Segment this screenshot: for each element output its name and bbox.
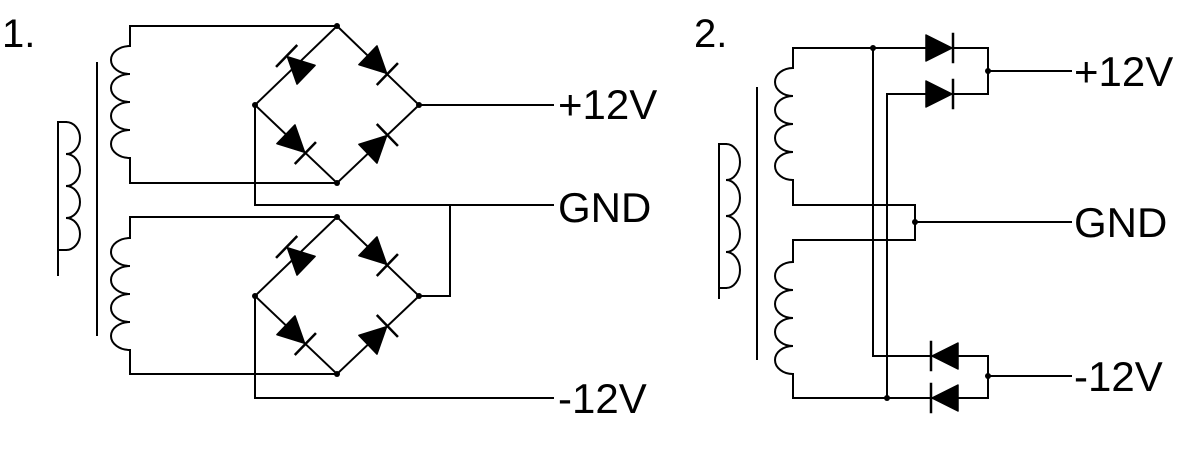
circuit-1-primary-winding — [57, 121, 81, 276]
circuit-2-secondary-winding-lower — [774, 239, 936, 399]
diode-icon — [929, 340, 960, 372]
circuit-1-secondary-winding-upper — [110, 25, 338, 184]
circuit-2-negative-diodes — [929, 340, 1072, 414]
circuit-1-negative-label: -12V — [558, 375, 647, 422]
circuit-1-bridge-upper — [252, 23, 554, 186]
circuit-1: 1. — [2, 12, 657, 422]
circuit-1-gnd-wiring — [254, 104, 554, 297]
circuit-2: 2. — [694, 12, 1173, 414]
diode-icon — [929, 382, 960, 414]
circuit-2-gnd-label: GND — [1074, 199, 1167, 246]
diode-icon — [924, 32, 955, 64]
circuit-1-positive-label: +12V — [558, 81, 657, 128]
circuit-2-positive-diodes — [924, 32, 1072, 110]
circuit-2-negative-label: -12V — [1074, 353, 1163, 400]
circuit-2-positive-label: +12V — [1074, 48, 1173, 95]
circuit-1-negative-wire — [254, 295, 554, 399]
circuit-2-gnd-wiring — [792, 204, 1072, 241]
circuit-1-secondary-winding-lower — [110, 216, 338, 375]
circuit-1-bridge-lower — [252, 214, 422, 377]
circuit-1-number: 1. — [2, 12, 35, 56]
circuit-2-secondary-winding-upper — [774, 47, 936, 206]
circuit-1-gnd-label: GND — [558, 184, 651, 231]
circuit-2-number: 2. — [694, 12, 727, 56]
circuit-2-bus-wires — [870, 45, 936, 401]
diode-icon — [924, 78, 955, 110]
circuit-2-primary-winding — [718, 143, 741, 299]
